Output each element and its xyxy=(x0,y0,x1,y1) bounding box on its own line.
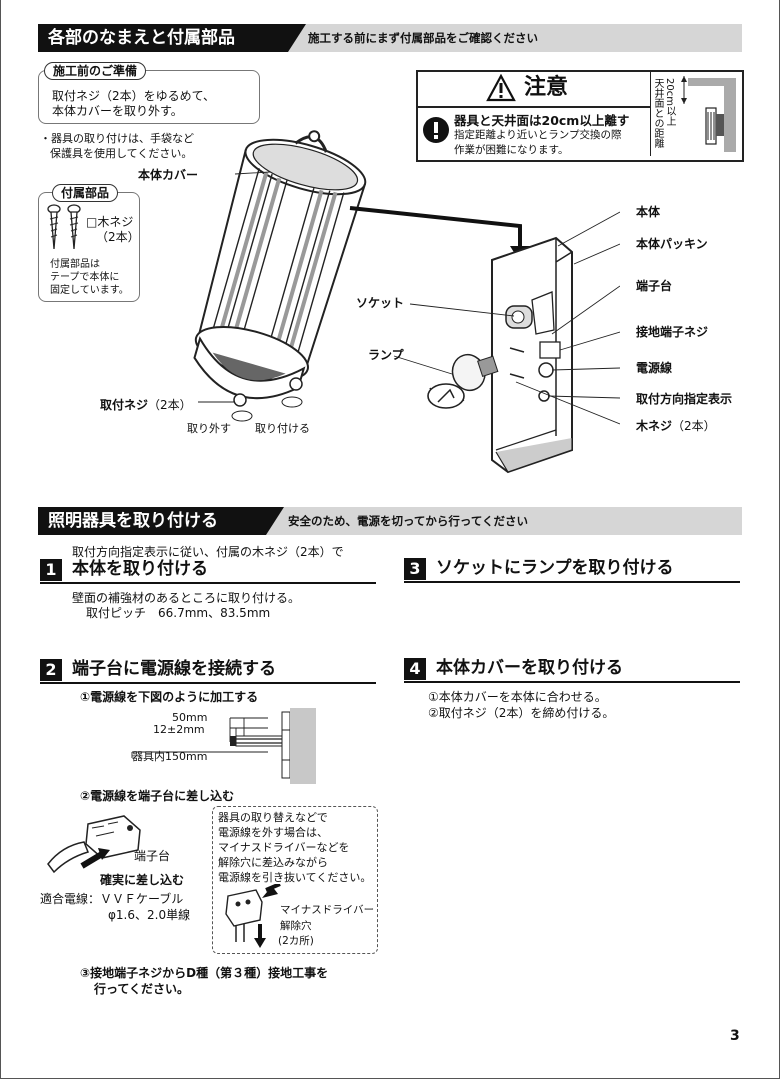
label-wood-screw: 木ネジ xyxy=(636,419,673,433)
wiring-sub-2: ②電源線を端子台に差し込む xyxy=(80,789,235,803)
label-mount-screw-count: （2本） xyxy=(148,398,192,412)
wiring-driver-label: マイナスドライバー xyxy=(280,904,375,916)
wire-removal-note-box xyxy=(212,806,378,954)
step4-text-2: ②取付ネジ（2本）を締め付ける。 xyxy=(428,706,615,720)
caution-text-1: 指定距離より近いとランプ交換の際 xyxy=(454,129,622,141)
wiring-terminal-label: 端子台 xyxy=(134,849,171,863)
driver-release-illustration xyxy=(225,884,281,948)
accessory-note-2: テープで本体に xyxy=(50,272,120,283)
page-number: 3 xyxy=(730,1028,740,1044)
step1-rule xyxy=(40,582,376,584)
prep-text-1: 取付ネジ（2本）をゆるめて、 xyxy=(52,89,216,103)
wiring-release-label-1: 解除穴 xyxy=(280,920,312,932)
label-socket: ソケット xyxy=(356,296,405,310)
step1-pretext: 取付方向指定表示に従い、付属の木ネジ（2本）で xyxy=(72,545,344,559)
label-lamp: ランプ xyxy=(368,348,404,362)
label-mount-screw: 取付ネジ xyxy=(100,398,149,412)
label-packing: 本体パッキン xyxy=(636,237,708,251)
section-title: 各部のなまえと付属部品 xyxy=(38,24,306,52)
wiring-dim-1: 50mm xyxy=(172,711,208,724)
wire-strip-diagram xyxy=(131,708,316,784)
prep-text-2: 本体カバーを取り外す。 xyxy=(52,104,183,118)
step3-title: ソケットにランプを取り付ける xyxy=(436,558,674,578)
wiring-sub-1: ①電源線を下図のように加工する xyxy=(80,690,259,704)
step2-number: 2 xyxy=(40,659,62,681)
step1-title: 本体を取り付ける xyxy=(72,559,208,579)
label-attach: 取り付ける xyxy=(255,422,310,435)
fixture-exploded-illustration xyxy=(193,130,620,474)
prohibition-icon xyxy=(423,117,449,143)
accessory-note-1: 付属部品は xyxy=(50,259,100,270)
section-header-install: 照明器具を取り付ける 安全のため、電源を切ってから行ってください xyxy=(38,507,742,535)
caution-side-label-2: 20cm以上 xyxy=(664,78,675,126)
wiring-dim-3: 器具内150mm xyxy=(132,750,208,763)
label-wood-screw-count: （2本） xyxy=(672,419,716,433)
wiring-insert-label: 確実に差し込む xyxy=(100,873,185,887)
step4-text-1: ①本体カバーを本体に合わせる。 xyxy=(428,690,607,704)
wiring-note-4: 解除穴に差込みながら xyxy=(218,856,328,869)
caution-side-figure xyxy=(650,72,739,156)
section-subtitle: 安全のため、電源を切ってから行ってください xyxy=(288,514,529,528)
wood-screw-icon xyxy=(47,204,81,250)
section-title: 照明器具を取り付ける xyxy=(38,507,284,535)
wiring-note-1: 器具の取り替えなどで xyxy=(218,811,328,824)
step3-rule xyxy=(404,581,740,583)
wiring-wire-type-1: 適合電線：ＶＶＦケーブル xyxy=(40,892,184,906)
step4-rule xyxy=(404,681,740,683)
warning-triangle-icon xyxy=(486,74,516,102)
wire-insert-illustration xyxy=(47,815,141,874)
step4-title: 本体カバーを取り付ける xyxy=(436,658,623,678)
wiring-dim-2: 12±2mm xyxy=(153,723,205,736)
label-direction: 取付方向指定表示 xyxy=(636,392,733,406)
prep-title: 施工前のご準備 xyxy=(44,62,147,80)
step4-number: 4 xyxy=(404,658,426,680)
wiring-sub-3a: ③接地端子ネジからD種（第３種）接地工事を xyxy=(80,966,329,980)
accessory-title: 付属部品 xyxy=(52,184,119,202)
wiring-release-label-2: (2カ所) xyxy=(278,935,314,947)
step2-rule xyxy=(40,682,376,684)
caution-header xyxy=(418,72,650,108)
step3-number: 3 xyxy=(404,558,426,580)
caution-heading: 器具と天井面は20cm以上離す xyxy=(454,113,630,128)
step2-title: 端子台に電源線を接続する xyxy=(72,659,276,679)
step1-number: 1 xyxy=(40,559,62,581)
wiring-wire-type-2: φ1.6、2.0単線 xyxy=(108,908,191,922)
accessory-count: （2本） xyxy=(96,230,140,244)
accessory-item: □木ネジ xyxy=(86,215,134,229)
caution-side-label-1: 天井面との距離 xyxy=(652,78,663,148)
section-header-parts: 各部のなまえと付属部品 施工する前にまず付属部品をご確認ください xyxy=(38,24,742,52)
prep-bullet-1: ・器具の取り付けは、手袋など xyxy=(40,132,194,145)
wiring-note-5: 電源線を引き抜いてください。 xyxy=(218,871,372,884)
label-remove: 取り外す xyxy=(187,422,231,435)
prep-bullet-2: 保護具を使用してください。 xyxy=(50,147,193,160)
label-ground-screw: 接地端子ネジ xyxy=(636,325,709,339)
label-body: 本体 xyxy=(636,205,661,219)
label-wood-screw-group: 木ネジ（2本） xyxy=(636,415,716,434)
label-mount-screw-group: 取付ネジ（2本） xyxy=(100,394,192,413)
step1-text-2: 取付ピッチ 66.7mm、83.5mm xyxy=(86,606,271,620)
ceiling-distance-illustration xyxy=(681,76,736,152)
caution-text-2: 作業が困難になります。 xyxy=(454,144,569,156)
step1-text-1: 壁面の補強材のあるところに取り付ける。 xyxy=(72,591,301,605)
wiring-note-3: マイナスドライバーなどを xyxy=(218,841,350,854)
label-terminal: 端子台 xyxy=(636,279,673,293)
accessory-note-3: 固定しています。 xyxy=(50,285,129,296)
wiring-sub-3b: 行ってください。 xyxy=(94,982,190,996)
caution-title: 注意 xyxy=(524,75,569,100)
wiring-note-2: 電源線を外す場合は、 xyxy=(218,826,328,839)
label-power-wire: 電源線 xyxy=(636,361,673,375)
section-subtitle: 施工する前にまず付属部品をご確認ください xyxy=(308,31,538,45)
label-cover: 本体カバー xyxy=(138,168,199,182)
